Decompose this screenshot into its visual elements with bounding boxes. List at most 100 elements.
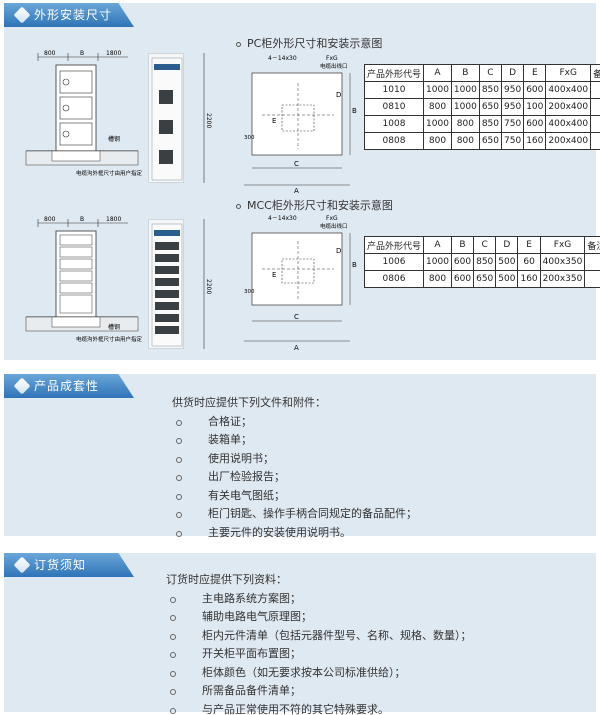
table-header-row: 产品外形代号 A B C D E FxG 备注 xyxy=(363,64,600,82)
table-cell: 500 xyxy=(495,253,519,271)
svg-text:4－14x30: 4－14x30 xyxy=(268,55,297,62)
svg-text:C: C xyxy=(294,313,299,321)
svg-text:槽钢: 槽钢 xyxy=(108,323,120,331)
list-item: 装箱单； xyxy=(172,431,417,450)
table-cell: 1000 xyxy=(423,253,452,271)
section-tab-completeness: 产品成套性 xyxy=(4,374,134,398)
svg-text:1800: 1800 xyxy=(106,216,121,223)
table-header-cell: 备注 xyxy=(590,64,600,82)
svg-text:B: B xyxy=(352,261,357,269)
pc-plan-drawing: 4－14x30 FxG 电缆出线口 C A B D E 300 xyxy=(244,55,357,195)
table-cell: 850 xyxy=(478,115,503,133)
table-cell: 600 xyxy=(523,81,547,99)
table-cell: 600 xyxy=(450,253,475,271)
table-header-cell: B xyxy=(450,64,480,82)
table-cell: 800 xyxy=(450,115,480,133)
table-cell: 650 xyxy=(478,132,503,150)
table-cell: 500 xyxy=(495,270,519,288)
list-item: 所需备品备件清单； xyxy=(166,682,472,701)
table-header-cell: C xyxy=(473,236,497,254)
section-completeness: 产品成套性 供货时应提供下列文件和附件： 合格证； 装箱单； 使用说明书； 出厂… xyxy=(4,374,596,539)
table-cell: 400x400 xyxy=(545,81,592,99)
svg-text:电缆沟外框尺寸由用户指定: 电缆沟外框尺寸由用户指定 xyxy=(76,335,143,343)
list-item: 与产品正常使用不符的其它特殊要求。 xyxy=(166,701,472,715)
list-item: 辅助电路电气原理图； xyxy=(166,608,472,627)
list-item: 主要元件的安装使用说明书。 xyxy=(172,524,417,543)
bullet-dot xyxy=(236,203,241,209)
list-item: 合格证； xyxy=(172,413,417,432)
table-cell xyxy=(584,253,600,271)
table-cell: 200x350 xyxy=(539,270,586,288)
pc-front-elevation-drawing: 800 B 1800 槽钢 电缆沟外框尺寸由用户指定 xyxy=(25,50,143,177)
section-dimensions: 外形安装尺寸 800 B 1800 槽钢 电缆沟外框尺寸由用户指定 xyxy=(4,3,600,360)
table-header-cell: E xyxy=(523,64,547,82)
completeness-list: 供货时应提供下列文件和附件： 合格证； 装箱单； 使用说明书； 出厂检验报告； … xyxy=(172,394,417,542)
section-tab-dimensions: 外形安装尺寸 xyxy=(4,3,134,27)
svg-text:800: 800 xyxy=(44,216,56,223)
svg-text:A: A xyxy=(294,344,299,352)
table-row: 0808 800 800 650 750 160 200x400 xyxy=(363,132,600,150)
list-item: 主电路系统方案图； xyxy=(166,590,472,609)
table-header-cell: 产品外形代号 xyxy=(363,64,425,82)
table-cell xyxy=(590,132,600,150)
svg-text:FxG: FxG xyxy=(326,55,338,62)
table-header-cell: FxG xyxy=(545,64,592,82)
completeness-intro: 供货时应提供下列文件和附件： xyxy=(172,396,326,409)
ordering-list: 订货时应提供下列资料： 主电路系统方案图； 辅助电路电气原理图； 柜内元件清单（… xyxy=(166,571,472,715)
table-cell: 1010 xyxy=(363,81,425,99)
table-cell: 600 xyxy=(450,270,475,288)
svg-text:A: A xyxy=(294,187,299,195)
svg-text:C: C xyxy=(294,160,299,168)
list-item: 使用说明书； xyxy=(172,450,417,469)
table-cell: 850 xyxy=(473,253,497,271)
list-item: 柜门钥匙、操作手柄合同规定的备品配件； xyxy=(172,505,417,524)
table-cell: 600 xyxy=(523,115,547,133)
list-item: 有关电气图纸； xyxy=(172,487,417,506)
table-header-cell: C xyxy=(478,64,503,82)
pc-spec-table: 产品外形代号 A B C D E FxG 备注 1010 1000 1000 8… xyxy=(363,64,600,150)
table-cell: 1000 xyxy=(423,115,452,133)
table-cell: 200x400 xyxy=(545,98,592,116)
table-header-cell: E xyxy=(517,236,541,254)
svg-text:电缆出线口: 电缆出线口 xyxy=(320,222,348,230)
table-header-cell: 产品外形代号 xyxy=(363,236,425,254)
table-header-cell: 备注 xyxy=(584,236,600,254)
table-cell: 160 xyxy=(523,132,547,150)
table-header-cell: B xyxy=(450,236,475,254)
svg-text:4－14x30: 4－14x30 xyxy=(268,215,297,222)
svg-text:槽钢: 槽钢 xyxy=(108,135,120,143)
svg-text:300: 300 xyxy=(244,135,255,141)
pc-cabinet-photo xyxy=(148,53,184,183)
table-cell: 950 xyxy=(501,98,525,116)
bullet-dot xyxy=(236,41,241,47)
ordering-intro: 订货时应提供下列资料： xyxy=(166,573,287,586)
table-cell: 850 xyxy=(478,81,503,99)
table-header-cell: FxG xyxy=(539,236,586,254)
table-cell: 100 xyxy=(523,98,547,116)
table-cell: 0808 xyxy=(363,132,425,150)
svg-text:B: B xyxy=(80,216,84,223)
svg-text:B: B xyxy=(352,107,357,115)
svg-text:1800: 1800 xyxy=(106,50,121,57)
svg-text:D: D xyxy=(336,247,341,255)
table-header-cell: A xyxy=(423,236,452,254)
svg-text:2200: 2200 xyxy=(205,279,212,294)
table-cell: 1006 xyxy=(363,253,425,271)
table-cell: 800 xyxy=(450,132,480,150)
svg-text:电缆沟外框尺寸由用户指定: 电缆沟外框尺寸由用户指定 xyxy=(76,169,143,177)
list-item: 开关柜平面布置图； xyxy=(166,645,472,664)
table-cell: 650 xyxy=(473,270,497,288)
table-cell: 1000 xyxy=(450,81,480,99)
mcc-plan-drawing: 4－14x30 FxG 电缆出线口 C A B D E 300 xyxy=(244,215,357,352)
table-cell: 750 xyxy=(501,115,525,133)
table-cell: 400x350 xyxy=(539,253,586,271)
mcc-spec-table: 产品外形代号 A B C D E FxG 备注 1006 1000 600 85… xyxy=(363,236,600,288)
table-cell: 750 xyxy=(501,132,525,150)
table-cell: 60 xyxy=(517,253,541,271)
table-cell: 800 xyxy=(423,270,452,288)
svg-text:B: B xyxy=(80,50,84,57)
mcc-caption: MCC柜外形尺寸和安装示意图 xyxy=(236,197,393,213)
pc-height-dimension: 2200 xyxy=(203,53,212,183)
section-tab-ordering: 订货须知 xyxy=(4,553,134,577)
list-item: 柜内元件清单（包括元器件型号、名称、规格、数量）； xyxy=(166,627,472,646)
